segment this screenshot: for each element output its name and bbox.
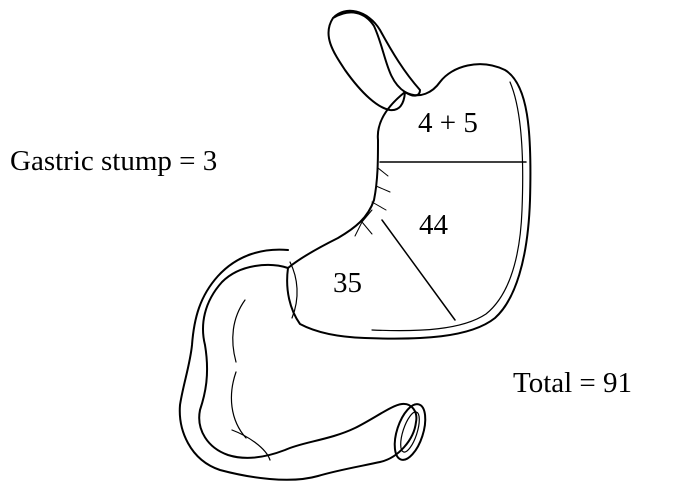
duodenal-opening <box>389 400 432 463</box>
duodenum-fold-2 <box>231 372 246 438</box>
esophagus <box>328 11 420 110</box>
lower-region-label: 35 <box>333 267 362 299</box>
lesser-curvature-vessels <box>355 168 390 236</box>
duodenum-fold-1 <box>233 300 245 362</box>
duodenum-fold-3 <box>290 262 297 318</box>
total-label: Total = 91 <box>513 367 632 399</box>
upper-region-label: 4 + 5 <box>418 107 478 139</box>
stomach-body <box>287 64 530 338</box>
duodenal-opening-inner <box>397 410 423 454</box>
duodenum <box>180 250 417 480</box>
gastric-stump-label: Gastric stump = 3 <box>10 145 217 177</box>
middle-region-label: 44 <box>419 209 449 241</box>
